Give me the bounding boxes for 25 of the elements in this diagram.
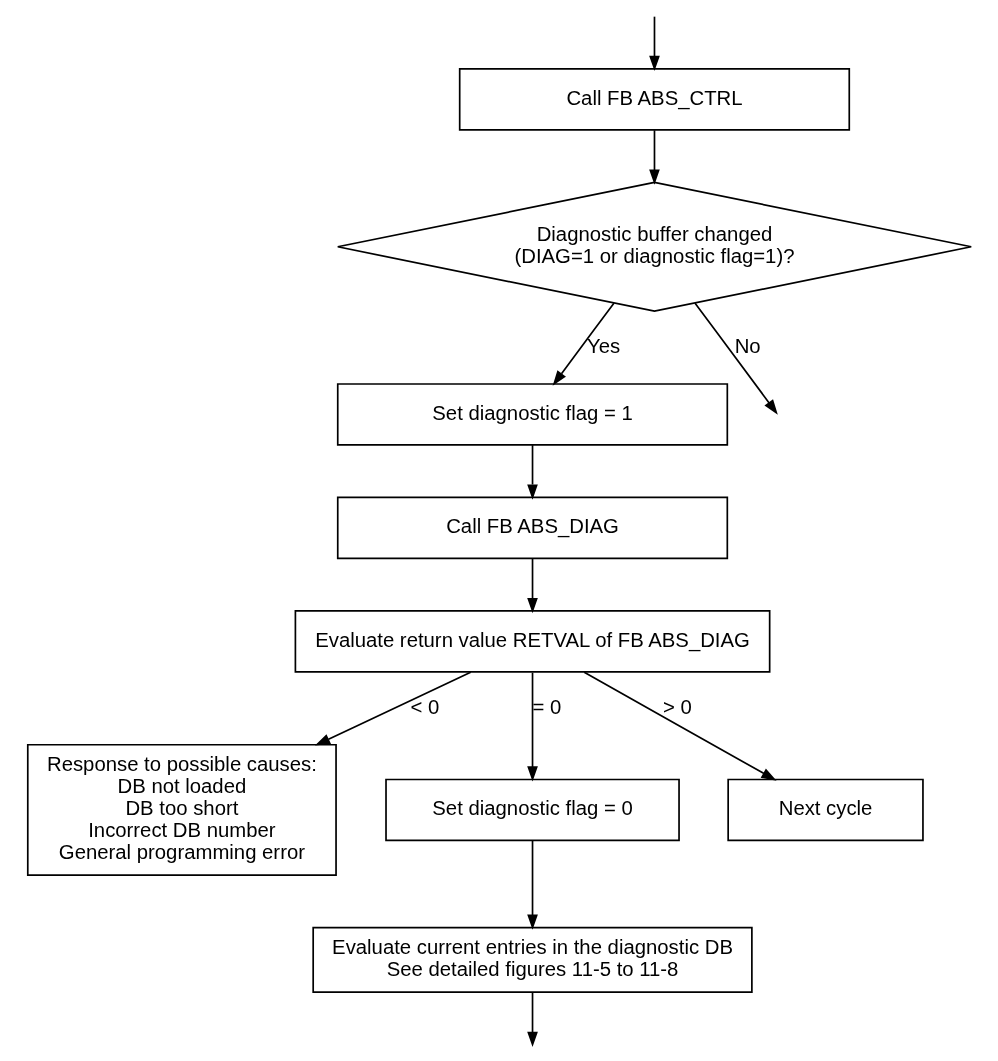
arrow (526, 671, 538, 782)
edge-label: < 0 (410, 695, 439, 718)
arrow (526, 839, 538, 930)
edge-label: > 0 (662, 695, 692, 718)
node-box: Set diagnostic flag = 1 (336, 383, 728, 446)
arrow (526, 557, 538, 614)
node-box: Response to possible causes: DB not loaded DB too short Incorrect DB number General programming error (26, 743, 337, 877)
arrow (693, 302, 778, 415)
node-box: Evaluate return value RETVAL of FB ABS_DIAG (294, 610, 770, 673)
node-box: Next cycle (726, 778, 924, 842)
arrow (526, 444, 538, 500)
arrow (552, 302, 615, 386)
edge-label: Yes (586, 334, 620, 357)
edge-label: No (734, 334, 761, 357)
edge-label: = 0 (532, 695, 561, 718)
node-box: Set diagnostic flag = 0 (384, 778, 680, 842)
node-diamond: Diagnostic buffer changed (DIAG=1 or diagnostic flag=1)? (336, 181, 972, 312)
arrow (526, 991, 538, 1048)
arrow (314, 671, 471, 746)
node-box: Call FB ABS_DIAG (336, 496, 728, 560)
arrow (648, 15, 660, 72)
node-box: Call FB ABS_CTRL (458, 68, 850, 131)
arrow (648, 129, 660, 185)
arrow (582, 671, 777, 781)
node-box: Evaluate current entries in the diagnostic DB See detailed figures 11-5 to 11-8 (311, 926, 753, 993)
